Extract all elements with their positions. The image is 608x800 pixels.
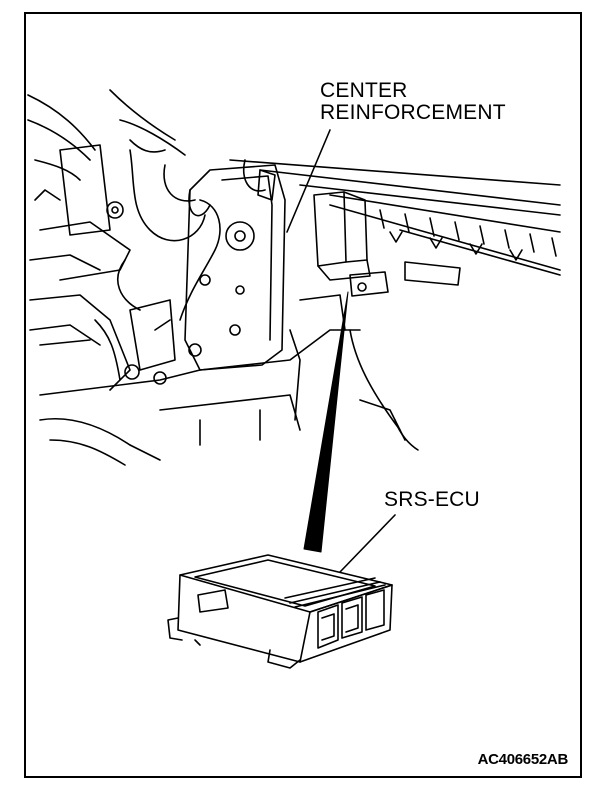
- center-reinforcement-label-line1: CENTER: [320, 79, 408, 102]
- srs-ecu-unit: [167, 554, 393, 669]
- srs-ecu-label: SRS-ECU: [384, 488, 480, 511]
- center-reinforcement-label: CENTER REINFORCEMENT: [320, 80, 506, 124]
- srs-ecu-leader: [339, 514, 396, 573]
- vehicle-body-structure: [27, 89, 561, 466]
- center-reinforcement-label-line2: REINFORCEMENT: [320, 101, 506, 124]
- location-pointer-wedge: [303, 291, 349, 553]
- center-reinforcement-leader: [286, 129, 331, 233]
- figure-code: AC406652AB: [477, 751, 569, 768]
